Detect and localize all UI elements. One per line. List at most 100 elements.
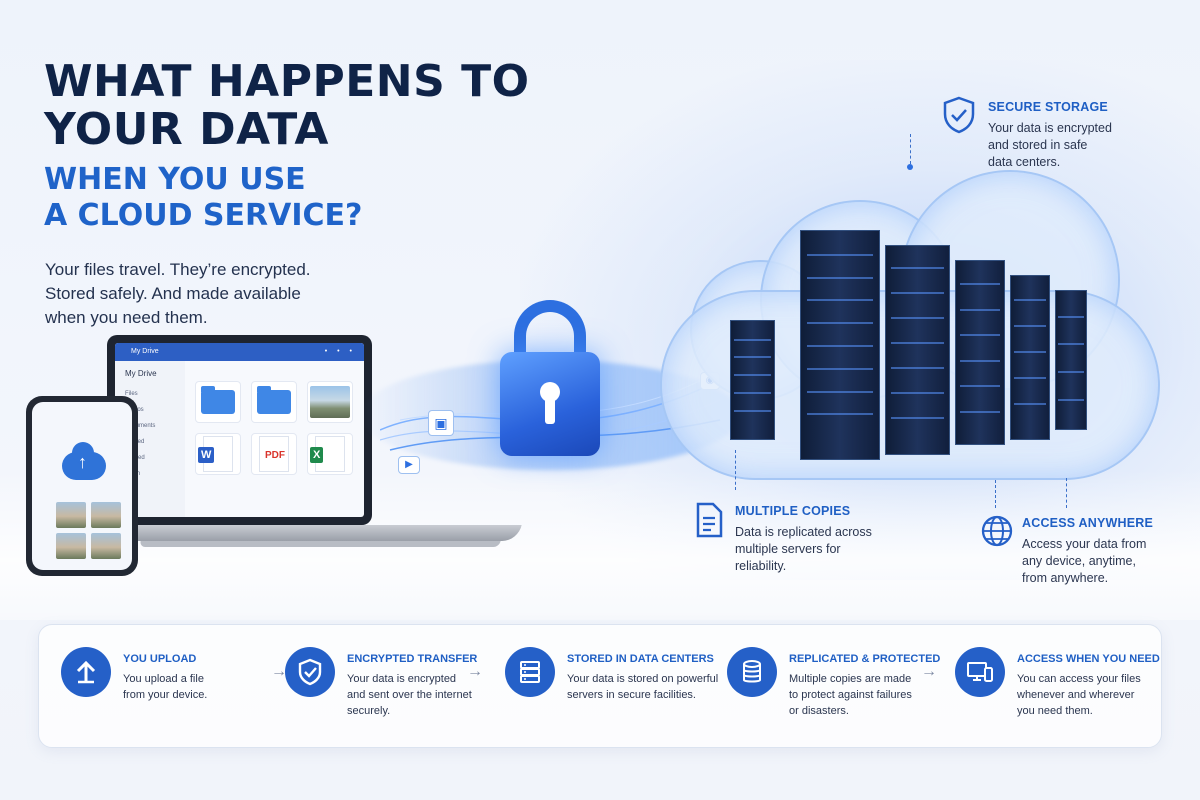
connector-dot bbox=[907, 164, 913, 170]
server-icon bbox=[505, 647, 555, 697]
step-line: securely. bbox=[347, 705, 391, 717]
laptop-screen: My Drive • • • My Drive Files Photos Doc… bbox=[115, 343, 364, 517]
keyhole bbox=[540, 382, 560, 402]
step-line: and sent over the internet bbox=[347, 689, 472, 701]
file-tile[interactable] bbox=[307, 381, 353, 423]
feature-access-anywhere: ACCESS ANYWHERE Access your data from an… bbox=[1022, 516, 1153, 587]
feature-line: and stored in safe bbox=[988, 138, 1088, 152]
phone-photo-grid bbox=[56, 502, 121, 559]
feature-line: any device, anytime, bbox=[1022, 554, 1136, 568]
phone-screen bbox=[32, 402, 132, 570]
feature-title: ACCESS ANYWHERE bbox=[1022, 516, 1154, 530]
process-steps: YOU UPLOAD You upload a file from your d… bbox=[38, 624, 1162, 748]
laptop-app-title: My Drive bbox=[131, 348, 159, 355]
file-grid: W PDF X bbox=[195, 381, 356, 475]
feature-line: Access your data from bbox=[1022, 537, 1147, 551]
step-title: ENCRYPTED TRANSFER bbox=[347, 653, 478, 665]
server-rack bbox=[1055, 290, 1087, 430]
server-rack bbox=[730, 320, 775, 440]
cloud bbox=[660, 170, 1160, 480]
intro-text: Your files travel. They’re encrypted. St… bbox=[45, 258, 365, 330]
step-text: ENCRYPTED TRANSFER Your data is encrypte… bbox=[347, 653, 477, 719]
document-icon bbox=[696, 502, 723, 538]
file-tile[interactable] bbox=[195, 381, 241, 423]
laptop-file-area: W PDF X bbox=[195, 371, 356, 517]
window-controls-icon: • • • bbox=[324, 348, 356, 355]
step-line: Multiple copies are made bbox=[789, 673, 912, 685]
photo-thumbnail bbox=[310, 386, 350, 418]
subheadline-line-2: A CLOUD SERVICE? bbox=[44, 198, 363, 233]
connector-line bbox=[910, 134, 911, 164]
server-rack bbox=[885, 245, 950, 455]
file-tile[interactable] bbox=[251, 381, 297, 423]
step-text: YOU UPLOAD You upload a file from your d… bbox=[123, 653, 207, 703]
pdf-badge: PDF bbox=[265, 450, 285, 461]
step-line: you need them. bbox=[1017, 705, 1093, 717]
folder-icon bbox=[257, 386, 291, 414]
feature-title: MULTIPLE COPIES bbox=[735, 504, 851, 518]
photo-thumbnail bbox=[56, 533, 86, 559]
connector-line bbox=[1066, 478, 1067, 508]
laptop-base bbox=[88, 525, 522, 541]
feature-line: data centers. bbox=[988, 155, 1061, 169]
step-line: to protect against failures bbox=[789, 689, 912, 701]
headline: WHAT HAPPENS TO YOUR DATA WHEN YOU USE A… bbox=[44, 58, 530, 234]
step-title: REPLICATED & PROTECTED bbox=[789, 653, 941, 665]
feature-title: SECURE STORAGE bbox=[988, 100, 1108, 114]
laptop-sidebar-title: My Drive bbox=[125, 369, 157, 378]
video-file-icon: ▶ bbox=[398, 456, 420, 474]
step-line: Your data is encrypted bbox=[347, 673, 457, 685]
arrow-right-icon: → bbox=[271, 663, 287, 680]
subheadline-line-1: WHEN YOU USE bbox=[44, 162, 306, 197]
step-line: Your data is stored on powerful bbox=[567, 673, 719, 685]
step-line: You upload a file bbox=[123, 673, 204, 685]
photo-thumbnail bbox=[56, 502, 86, 528]
step-description: Multiple copies are made to protect agai… bbox=[789, 671, 940, 719]
feature-line: multiple servers for bbox=[735, 542, 841, 556]
word-doc-icon: W bbox=[198, 436, 233, 472]
feature-line: from anywhere. bbox=[1022, 571, 1109, 585]
step-title: YOU UPLOAD bbox=[123, 653, 197, 665]
file-tile[interactable]: X bbox=[307, 433, 353, 475]
feature-secure-storage: SECURE STORAGE Your data is encrypted an… bbox=[988, 100, 1112, 171]
cloud-upload-icon bbox=[62, 442, 106, 480]
step-line: servers in secure facilities. bbox=[567, 689, 696, 701]
step-description: You can access your files whenever and w… bbox=[1017, 671, 1160, 719]
server-rack bbox=[1010, 275, 1050, 440]
photo-thumbnail bbox=[91, 502, 121, 528]
step-description: Your data is encrypted and sent over the… bbox=[347, 671, 477, 719]
arrow-right-icon: → bbox=[921, 663, 937, 680]
step-text: STORED IN DATA CENTERS Your data is stor… bbox=[567, 653, 718, 703]
headline-line-1: WHAT HAPPENS TO bbox=[44, 56, 530, 107]
laptop: My Drive • • • My Drive Files Photos Doc… bbox=[107, 335, 372, 525]
excel-badge: X bbox=[310, 447, 324, 463]
step-description: You upload a file from your device. bbox=[123, 671, 207, 703]
feature-line: Data is replicated across bbox=[735, 525, 872, 539]
headline-line-2: YOUR DATA bbox=[44, 104, 329, 155]
feature-line: Your data is encrypted bbox=[988, 121, 1112, 135]
photo-thumbnail bbox=[91, 533, 121, 559]
feature-line: reliability. bbox=[735, 559, 787, 573]
database-icon bbox=[727, 647, 777, 697]
devices-icon bbox=[955, 647, 1005, 697]
phone bbox=[26, 396, 138, 576]
word-badge: W bbox=[198, 447, 215, 463]
intro-line-1: Your files travel. They’re encrypted. bbox=[45, 260, 311, 279]
file-tile[interactable]: W bbox=[195, 433, 241, 475]
step-description: Your data is stored on powerful servers … bbox=[567, 671, 718, 703]
folder-icon bbox=[201, 386, 235, 414]
step-line: You can access your files bbox=[1017, 673, 1141, 685]
step-title: STORED IN DATA CENTERS bbox=[567, 653, 714, 665]
excel-doc-icon: X bbox=[310, 436, 345, 472]
upload-icon bbox=[61, 647, 111, 697]
sidebar-item-files[interactable]: Files bbox=[125, 391, 138, 397]
shield-check-icon bbox=[943, 96, 975, 134]
step-line: from your device. bbox=[123, 689, 208, 701]
keyhole-stem bbox=[545, 398, 555, 424]
file-tile[interactable]: PDF bbox=[251, 433, 297, 475]
laptop-app-bar: My Drive • • • bbox=[115, 343, 364, 361]
sidebar-item-documents[interactable]: Documents bbox=[125, 423, 156, 429]
server-rack bbox=[955, 260, 1005, 445]
step-text: ACCESS WHEN YOU NEED You can access your… bbox=[1017, 653, 1160, 719]
step-text: REPLICATED & PROTECTED Multiple copies a… bbox=[789, 653, 940, 719]
